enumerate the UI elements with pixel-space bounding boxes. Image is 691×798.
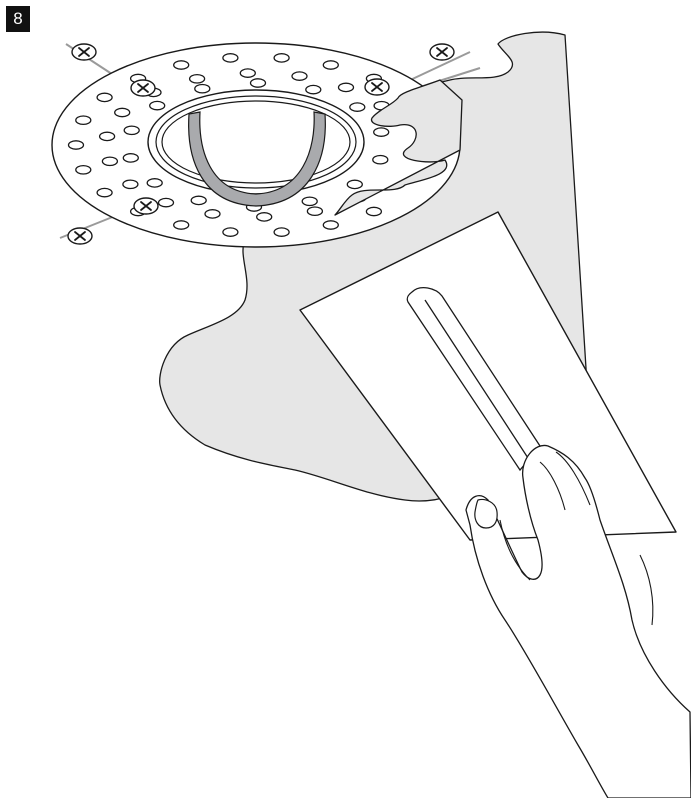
ring-hole [350,103,365,111]
ring-hole [240,69,255,77]
ring-hole [339,83,354,91]
ring-hole [223,54,238,62]
screw-icon [365,79,389,95]
ring-hole [150,101,165,109]
ring-hole [347,180,362,188]
ring-hole [191,196,206,204]
screw-icon [68,228,92,244]
ring-hole [76,116,91,124]
ring-hole [159,198,174,206]
ring-hole [97,188,112,196]
hand-thumb [475,500,497,529]
ring-hole [190,75,205,83]
ring-hole [323,61,338,69]
ring-hole [374,128,389,136]
ring-hole [274,54,289,62]
ring-hole [306,85,321,93]
screw-icon [430,44,454,60]
screw-icon [131,80,155,96]
ring-hole [123,154,138,162]
ring-hole [373,156,388,164]
ring-hole [123,180,138,188]
ring-hole [195,85,210,93]
ring-hole [274,228,289,236]
ring-hole [102,157,117,165]
ring-hole [257,213,272,221]
ring-hole [205,210,220,218]
ring-hole [302,197,317,205]
ring-hole [100,132,115,140]
ring-hole [97,93,112,101]
ring-hole [69,141,84,149]
ring-hole [323,221,338,229]
ring-hole [76,166,91,174]
screw-icon [72,44,96,60]
ring-hole [223,228,238,236]
ring-hole [292,72,307,80]
ring-hole [366,207,381,215]
ring-hole [174,221,189,229]
ring-hole [115,108,130,116]
ring-hole [174,61,189,69]
ring-hole [307,207,322,215]
ring-hole [124,126,139,134]
screw-icon [134,198,158,214]
ring-hole [147,179,162,187]
ring-hole [251,79,266,87]
